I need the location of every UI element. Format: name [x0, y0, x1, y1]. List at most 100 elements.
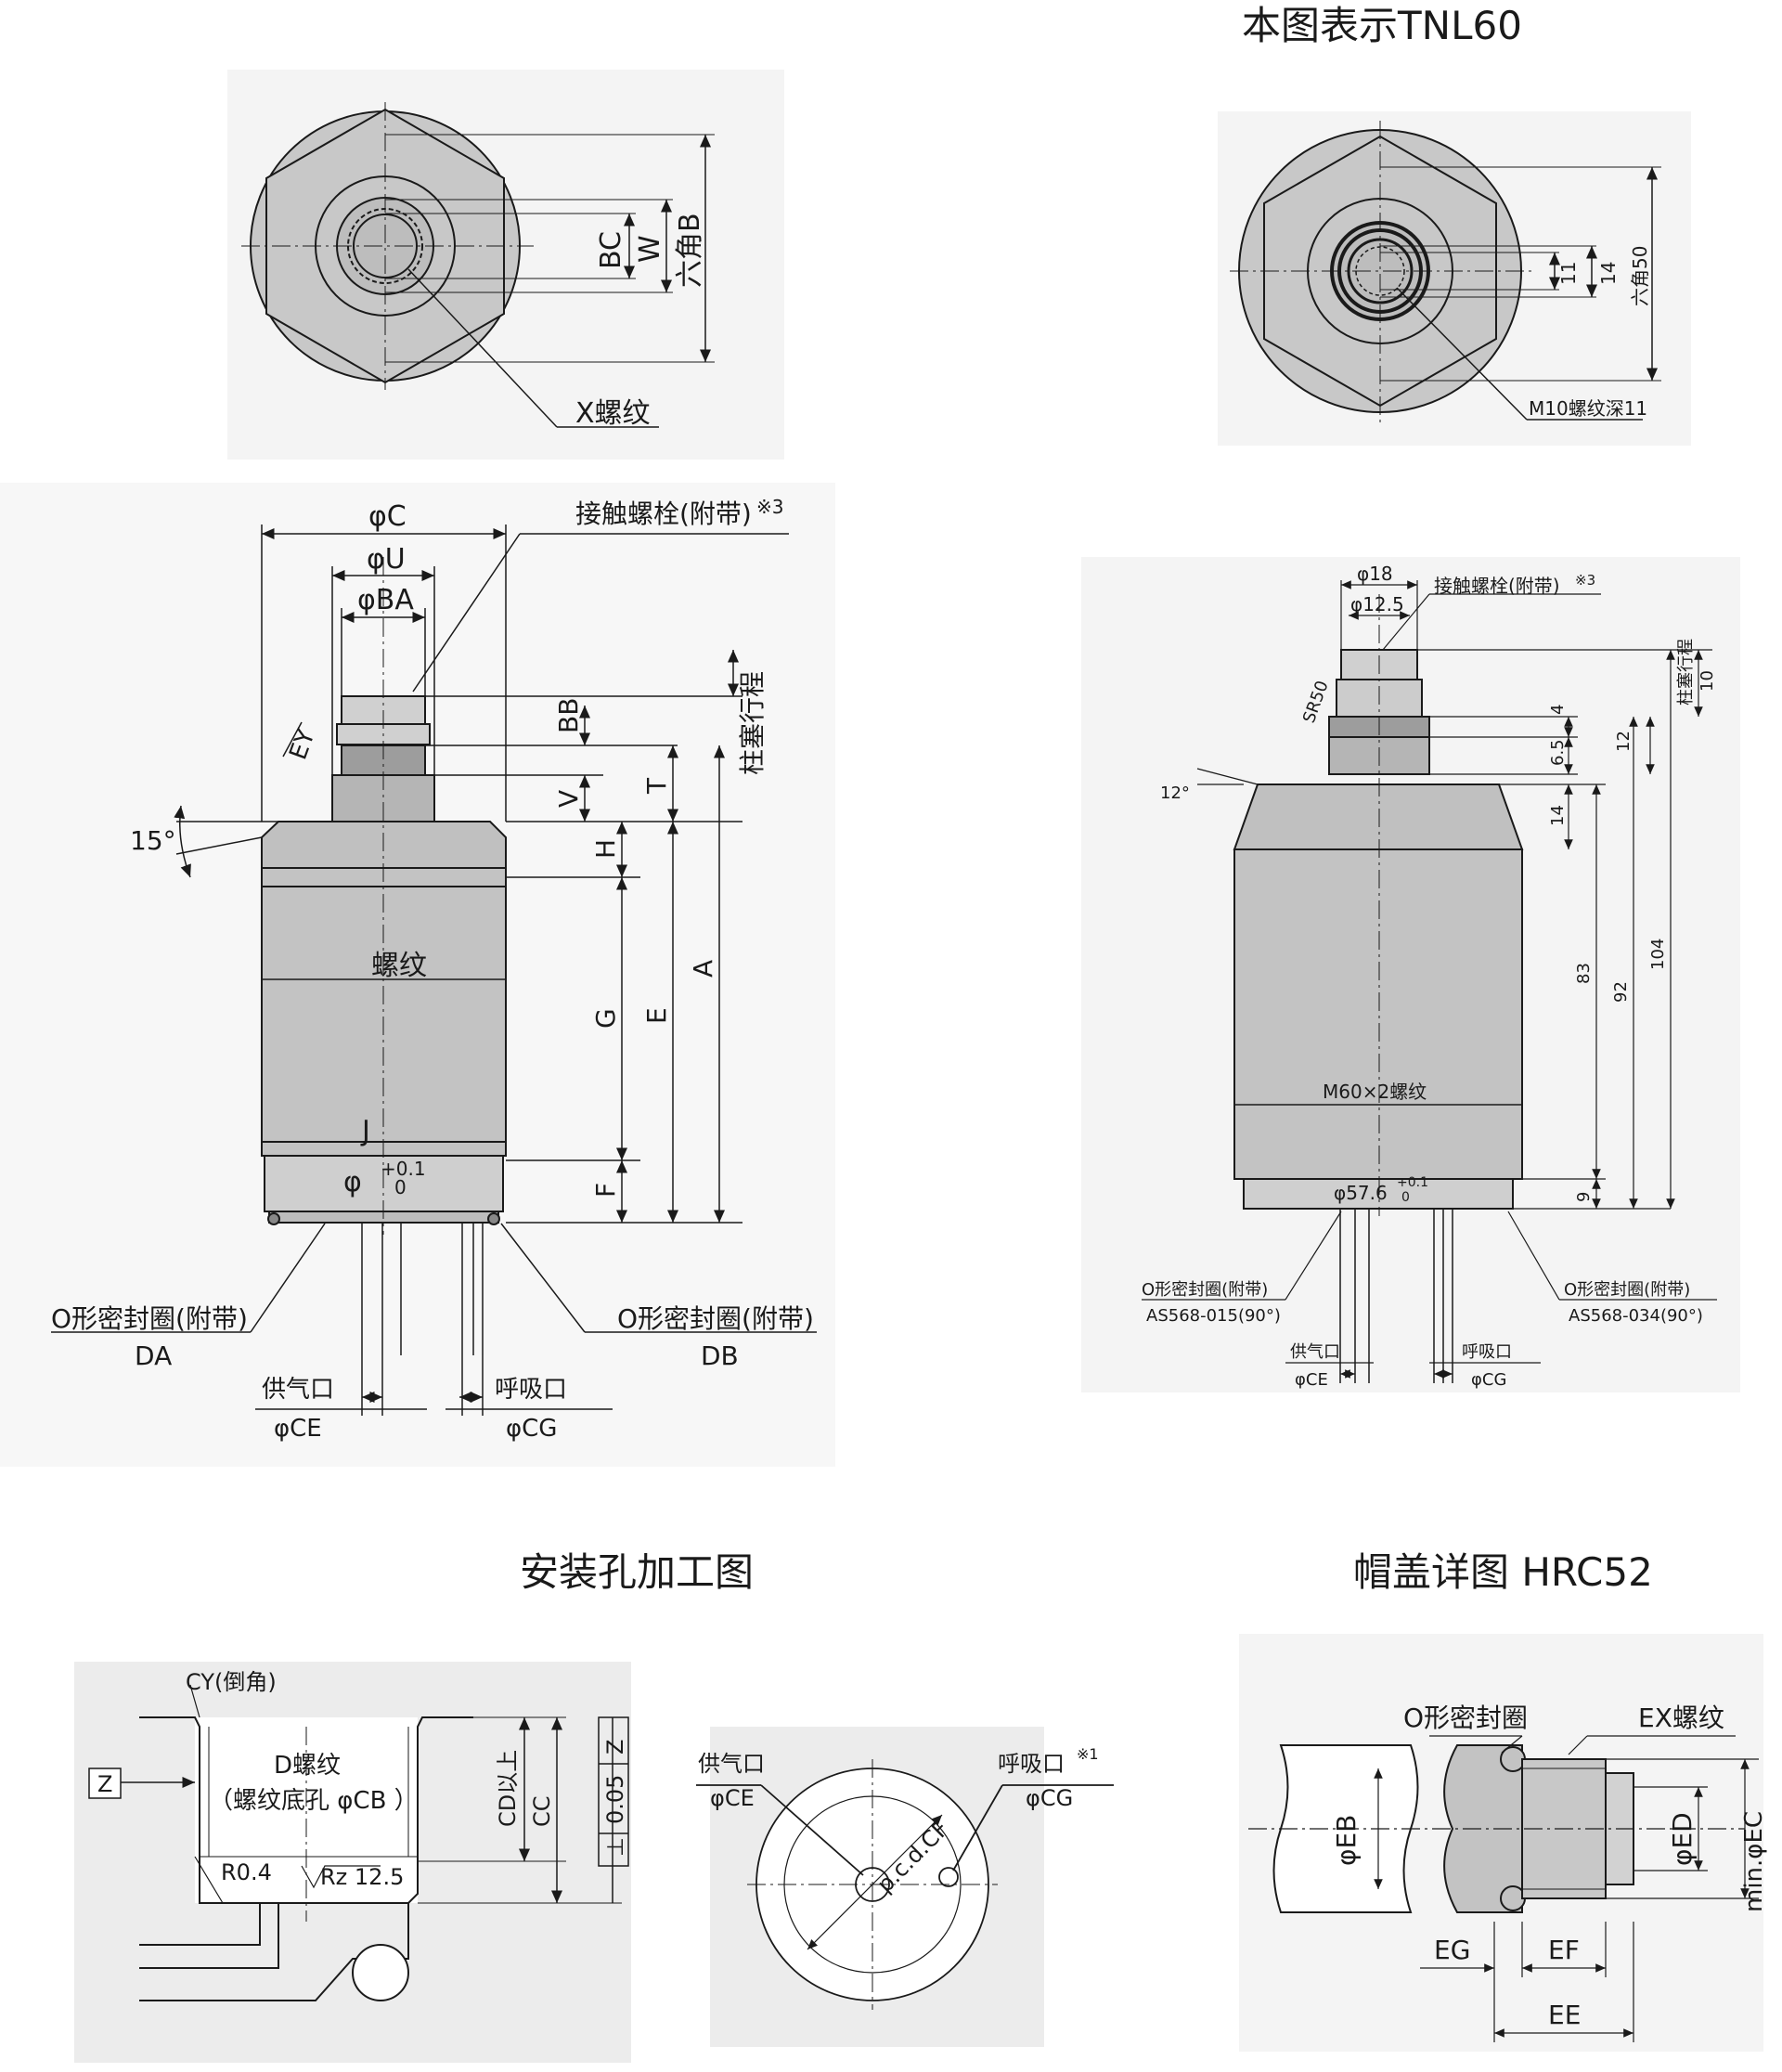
side-left-view	[261, 557, 507, 1355]
mounting-port-view	[696, 1759, 1114, 2010]
cap-ex-thread: EX螺纹	[1638, 1703, 1724, 1733]
r0-4-label: R0.4	[221, 1859, 272, 1885]
dim-83: 83	[1574, 963, 1594, 984]
oring-right-code-r: AS568-034(90°)	[1569, 1306, 1703, 1326]
note-3-r: ※3	[1575, 572, 1595, 589]
dim-h: H	[590, 839, 621, 859]
perp-symbol: ⊥	[602, 1837, 628, 1857]
mounting-section	[93, 1684, 629, 2001]
dim-e: E	[641, 1007, 672, 1024]
oring-left-code: DA	[135, 1340, 172, 1371]
dim-phi-18: φ18	[1357, 563, 1393, 585]
dim-12: 12	[1614, 731, 1634, 752]
oring-right-label: O形密封圈(附带)	[617, 1303, 814, 1334]
datum-ref-z: Z	[602, 1740, 628, 1755]
dim-j: J	[360, 1115, 370, 1147]
mounting-title: 安装孔加工图	[520, 1549, 755, 1595]
dim-4: 4	[1548, 705, 1568, 715]
dim-phi-12-5: φ12.5	[1350, 593, 1404, 615]
breath-port-dia-r: φCG	[1471, 1370, 1506, 1390]
dim-bb: BB	[553, 698, 584, 733]
dim-104: 104	[1648, 939, 1668, 970]
dim-w: W	[634, 235, 666, 263]
dim-14: 14	[1597, 262, 1620, 285]
dim-min-phi-ec: min.φEC	[1740, 1811, 1768, 1912]
tol-down: 0	[394, 1176, 407, 1198]
d-thread-label: D螺纹	[274, 1752, 341, 1780]
dim-v: V	[553, 790, 584, 808]
dim-phi-c: φC	[368, 500, 407, 533]
tol-down-r: 0	[1401, 1190, 1410, 1205]
cap-oring-label: O形密封圈	[1403, 1703, 1528, 1733]
supply-port-label: 供气口	[262, 1376, 334, 1404]
x-thread-label: X螺纹	[575, 397, 651, 430]
phi-bottom: φ	[343, 1166, 362, 1198]
dim-phi-eb: φEB	[1331, 1815, 1362, 1866]
dim-eg: EG	[1434, 1935, 1470, 1965]
cap-dimensions	[1248, 1735, 1759, 2042]
top-left-end-view	[241, 102, 715, 428]
dim-phi-ed: φED	[1667, 1812, 1698, 1866]
variant-title: 本图表示TNL60	[1242, 3, 1522, 48]
breath-port-label: 呼吸口	[495, 1376, 567, 1404]
dim-ee: EE	[1548, 2000, 1581, 2030]
breath-port-dia-m: φCG	[1026, 1785, 1073, 1811]
top-right-end-view	[1230, 121, 1661, 422]
dim-hex-b: 六角B	[674, 213, 706, 288]
dim-hex-50: 六角50	[1629, 246, 1651, 306]
dim-a: A	[688, 960, 718, 978]
dim-phi-u: φU	[367, 543, 406, 576]
m10-thread-label: M10螺纹深11	[1529, 397, 1647, 420]
oring-right-label-r: O形密封圈(附带)	[1564, 1280, 1690, 1300]
chamfer-label: CY(倒角)	[186, 1669, 277, 1695]
dim-f: F	[590, 1183, 621, 1198]
thread-label: 螺纹	[371, 950, 427, 982]
supply-port-dia: φCE	[274, 1415, 322, 1443]
side-left-dimensions	[51, 524, 817, 1416]
side-right-view	[1233, 594, 1524, 1383]
supply-port-dia-r: φCE	[1295, 1370, 1328, 1390]
dim-t: T	[641, 777, 672, 795]
oring-left-label: O形密封圈(附带)	[51, 1303, 248, 1334]
dim-6-5: 6.5	[1548, 739, 1568, 766]
dim-ef: EF	[1548, 1935, 1580, 1965]
datum-z-box	[88, 1768, 122, 1799]
bore-label: （螺纹底孔 φCB ）	[209, 1787, 419, 1815]
cc-label: CC	[529, 1795, 555, 1827]
supply-port-label-m: 供气口	[698, 1751, 765, 1777]
tol-0-05: 0.05	[602, 1775, 628, 1824]
rz-label: Rz 12.5	[320, 1864, 404, 1890]
cap-title: 帽盖详图 HRC52	[1353, 1549, 1653, 1595]
angle-12: 12°	[1160, 783, 1190, 803]
supply-port-label-r: 供气口	[1290, 1342, 1340, 1362]
angle-15: 15°	[130, 825, 176, 856]
cd-label: CD以上	[495, 1750, 521, 1827]
breath-port-label-r: 呼吸口	[1462, 1342, 1512, 1362]
dim-phi-ba: φBA	[357, 584, 414, 616]
note-1: ※1	[1077, 1745, 1099, 1763]
oring-left-label-r: O形密封圈(附带)	[1142, 1280, 1268, 1300]
datum-z: Z	[97, 1771, 112, 1797]
tol-up: +0.1	[381, 1158, 426, 1180]
breath-port-label-m: 呼吸口	[998, 1751, 1065, 1777]
plunger-stroke: 柱塞行程	[737, 671, 768, 775]
dim-bc: BC	[595, 231, 627, 269]
side-right-dimensions	[1142, 580, 1717, 1379]
stroke-value: 10	[1698, 670, 1717, 692]
contact-bolt-label: 接触螺栓(附带)	[575, 499, 752, 529]
dim-g: G	[590, 1008, 621, 1029]
plunger-stroke-r: 柱塞行程	[1676, 639, 1696, 706]
dim-phi-57-6: φ57.6	[1334, 1182, 1388, 1204]
breath-port-dia: φCG	[506, 1415, 557, 1443]
oring-left-code-r: AS568-015(90°)	[1146, 1306, 1281, 1326]
dim-11: 11	[1557, 262, 1580, 285]
dim-9: 9	[1574, 1192, 1594, 1202]
tol-up-r: +0.1	[1397, 1175, 1428, 1190]
supply-port-dia-m: φCE	[710, 1785, 755, 1811]
m60-thread-label: M60×2螺纹	[1323, 1081, 1427, 1103]
dim-92: 92	[1611, 981, 1631, 1003]
oring-right-code: DB	[701, 1340, 739, 1371]
contact-bolt-label-r: 接触螺栓(附带)	[1434, 575, 1560, 597]
note-3: ※3	[756, 496, 783, 518]
